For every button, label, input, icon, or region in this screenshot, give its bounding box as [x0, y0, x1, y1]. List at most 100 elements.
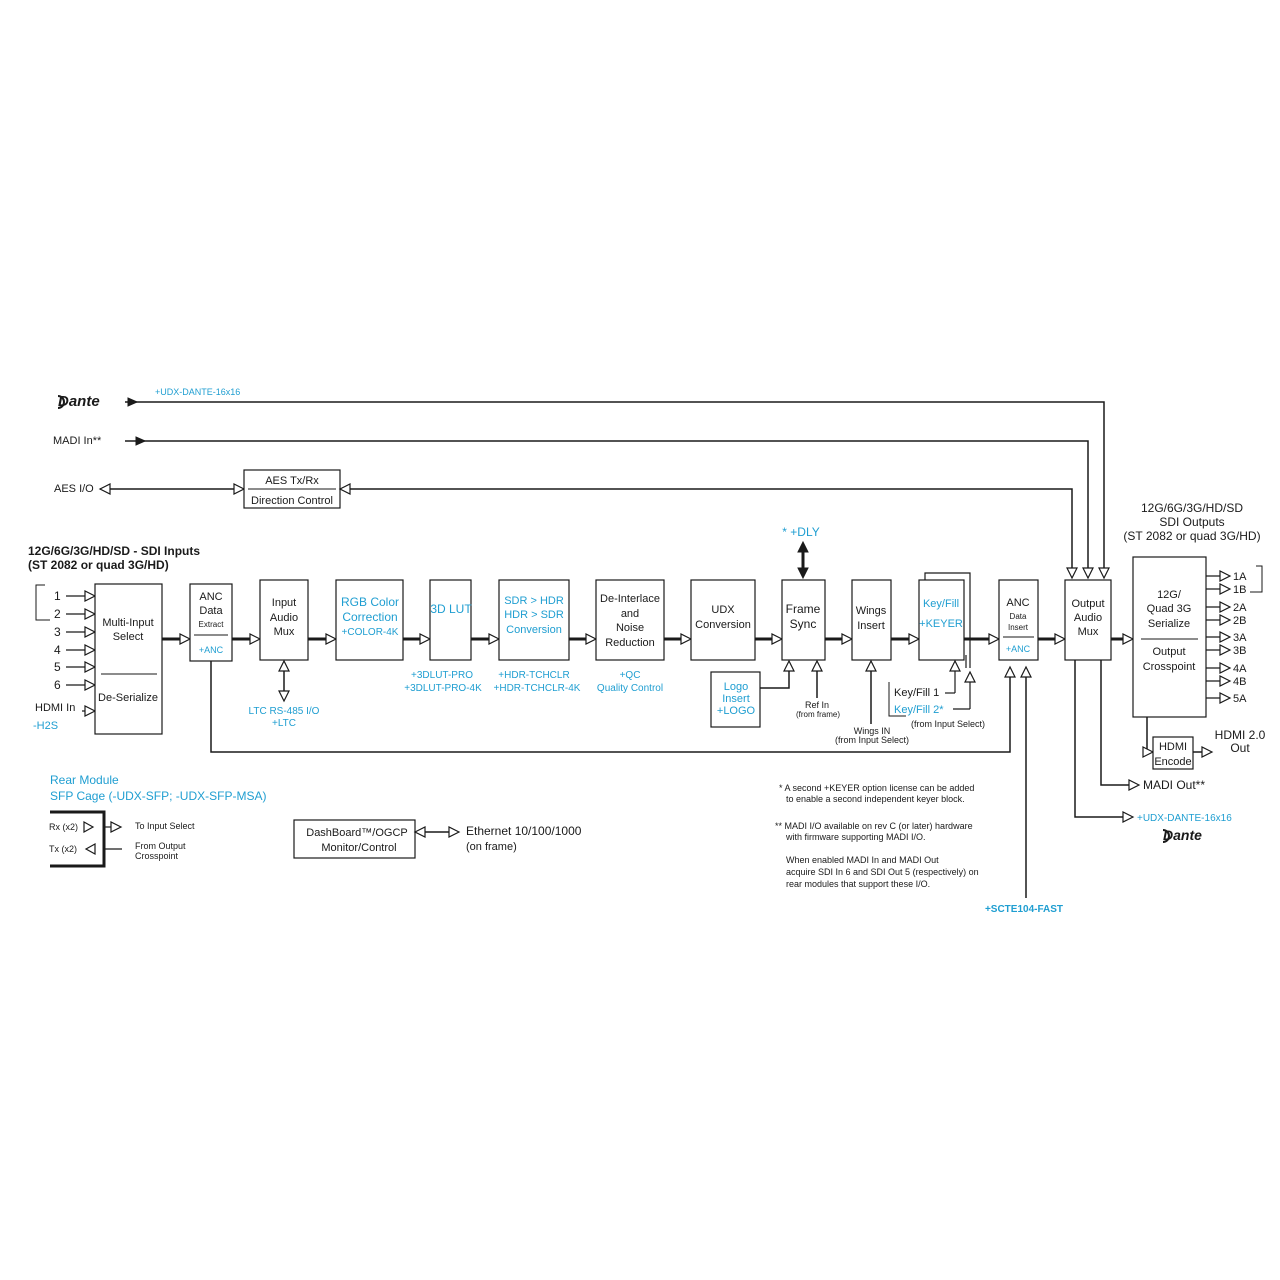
svg-text:** MADI I/O available on rev C: ** MADI I/O available on rev C (or later… [775, 821, 973, 831]
svg-text:Crosspoint: Crosspoint [1143, 661, 1196, 673]
svg-text:Insert: Insert [857, 620, 885, 632]
svg-text:When enabled MADI In and MADI: When enabled MADI In and MADI Out [786, 855, 939, 865]
svg-text:and: and [621, 608, 639, 620]
svg-text:Audio: Audio [270, 612, 298, 624]
svg-text:Extract: Extract [199, 620, 225, 629]
svg-text:Direction Control: Direction Control [251, 495, 333, 507]
svg-text:3B: 3B [1233, 645, 1246, 657]
svg-text:Crosspoint: Crosspoint [135, 851, 179, 861]
svg-text:Tx (x2): Tx (x2) [49, 844, 77, 854]
svg-text:Encode: Encode [1154, 756, 1191, 768]
svg-text:acquire SDI In 6 and SDI Out 5: acquire SDI In 6 and SDI Out 5 (respecti… [786, 867, 979, 877]
aes-io-label: AES I/O [54, 483, 94, 495]
h2s-option: -H2S [33, 720, 58, 732]
svg-text:Insert: Insert [722, 693, 750, 705]
svg-text:DashBoard™/OGCP: DashBoard™/OGCP [306, 827, 407, 839]
svg-text:Sync: Sync [790, 617, 817, 631]
svg-text:RGB Color: RGB Color [341, 595, 399, 609]
svg-text:Key/Fill: Key/Fill [923, 598, 959, 610]
svg-text:+3DLUT-PRO: +3DLUT-PRO [411, 670, 473, 681]
svg-text:to enable a second independent: to enable a second independent keyer blo… [786, 794, 965, 804]
svg-text:+QC: +QC [620, 670, 641, 681]
udx-conversion-block [690, 579, 756, 661]
frame-sync-block [781, 579, 826, 661]
dante-input-logo: Dante [57, 393, 100, 410]
sdi-inputs-title: 12G/6G/3G/HD/SD - SDI Inputs [28, 544, 200, 558]
svg-text:2: 2 [54, 607, 61, 621]
svg-text:12G/: 12G/ [1157, 589, 1182, 601]
footnotes: * A second +KEYER option license can be … [775, 783, 979, 889]
svg-text:(on frame): (on frame) [466, 841, 517, 853]
svg-text:Serialize: Serialize [1148, 618, 1190, 630]
sdr-hdr-block [498, 579, 570, 661]
svg-text:De-Serialize: De-Serialize [98, 692, 158, 704]
rear-module-title: Rear Module [50, 773, 119, 787]
multi-input-block [94, 583, 163, 735]
aes-arrow-icon [1066, 567, 1078, 580]
svg-text:1B: 1B [1233, 584, 1246, 596]
svg-text:2A: 2A [1233, 602, 1247, 614]
tx-port-icon [84, 842, 96, 856]
svg-text:HDMI: HDMI [1159, 741, 1187, 753]
svg-text:3: 3 [54, 625, 61, 639]
rx-port-icon [83, 820, 95, 834]
logo-insert-block [710, 671, 761, 728]
video-path [162, 633, 1135, 645]
svg-text:Key/Fill 2*: Key/Fill 2* [894, 704, 944, 716]
sdi-input-ports: 1 2 3 4 5 6 [54, 589, 97, 717]
dly-option: * +DLY [782, 525, 819, 539]
madi-line [125, 440, 1089, 570]
serialize-crosspoint-block [1132, 556, 1207, 718]
svg-text:Wings IN: Wings IN [854, 726, 891, 736]
svg-text:UDX: UDX [711, 604, 735, 616]
anc-bypass-line [210, 661, 1011, 753]
svg-text:ANC: ANC [1006, 597, 1029, 609]
dante-arrow-icon [1098, 567, 1110, 580]
aes-mid-arrow-icon [233, 483, 246, 495]
svg-text:Noise: Noise [616, 622, 644, 634]
svg-text:Conversion: Conversion [695, 619, 751, 631]
svg-text:5: 5 [54, 660, 61, 674]
svg-text:(from Input Select): (from Input Select) [911, 719, 985, 729]
svg-text:Data: Data [1010, 612, 1027, 621]
svg-text:3D LUT: 3D LUT [430, 602, 472, 616]
svg-text:4A: 4A [1233, 663, 1247, 675]
madi-in-label: MADI In** [53, 435, 102, 447]
svg-text:6: 6 [54, 678, 61, 692]
keyer-option: +KEYER [919, 618, 963, 630]
svg-text:Dante: Dante [58, 393, 100, 410]
svg-text:Out: Out [1230, 741, 1250, 755]
svg-text:Correction: Correction [342, 610, 397, 624]
svg-text:Insert: Insert [1008, 623, 1029, 632]
svg-text:AES Tx/Rx: AES Tx/Rx [265, 475, 319, 487]
svg-text:Frame: Frame [786, 602, 821, 616]
svg-text:1A: 1A [1233, 571, 1247, 583]
udx-dante-option: +UDX-DANTE-16x16 [155, 387, 240, 397]
svg-text:Output: Output [1152, 646, 1185, 658]
svg-text:Quality Control: Quality Control [597, 683, 663, 694]
svg-text:Mux: Mux [1078, 626, 1099, 638]
deinterlace-block [595, 579, 665, 661]
3d-lut-block [429, 579, 472, 661]
svg-text:(from Input Select): (from Input Select) [835, 735, 909, 745]
svg-text:Key/Fill 1: Key/Fill 1 [894, 687, 939, 699]
svg-text:Ref In: Ref In [805, 700, 829, 710]
madi-arrow-icon [1082, 567, 1094, 580]
ethernet-label: Ethernet 10/100/1000 [466, 824, 582, 838]
svg-text:+HDR-TCHCLR: +HDR-TCHCLR [498, 670, 569, 681]
svg-text:Reduction: Reduction [605, 637, 655, 649]
svg-text:4: 4 [54, 643, 61, 657]
anc-insert-block [998, 579, 1039, 661]
svg-text:4B: 4B [1233, 676, 1246, 688]
svg-text:Input: Input [272, 597, 296, 609]
svg-text:Dante: Dante [1163, 827, 1202, 843]
logo-option: +LOGO [717, 705, 756, 717]
svg-text:Data: Data [199, 605, 223, 617]
input-audio-mux-block [259, 579, 309, 661]
svg-text:SDI Outputs: SDI Outputs [1159, 515, 1224, 529]
hdmi-in-label: HDMI In [35, 702, 75, 714]
svg-text:Logo: Logo [724, 681, 748, 693]
svg-text:rear modules that support thes: rear modules that support these I/O. [786, 879, 930, 889]
svg-text:Conversion: Conversion [506, 624, 562, 636]
